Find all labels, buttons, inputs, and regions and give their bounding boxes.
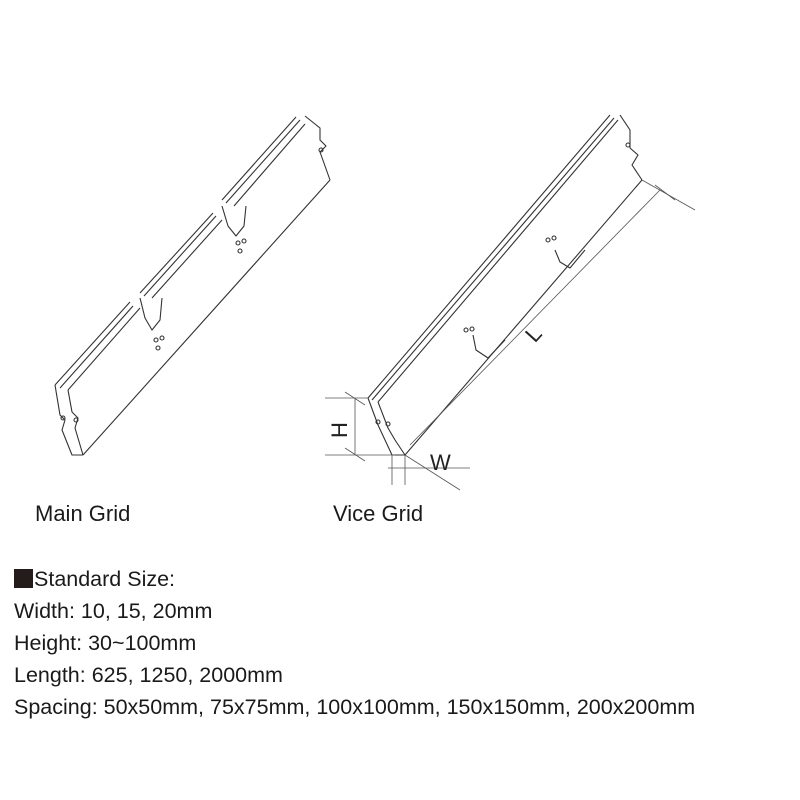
dimension-lines (325, 179, 696, 491)
specs-title-text: Standard Size: (34, 567, 176, 591)
length-dimension-label: L (520, 321, 547, 347)
vice-grid-label: Vice Grid (333, 501, 424, 526)
spec-height: Height: 30~100mm (14, 631, 197, 655)
grid-drawings: H W L (54, 114, 696, 491)
black-square-icon (14, 569, 33, 588)
main-grid-label: Main Grid (35, 501, 131, 526)
spec-length: Length: 625, 1250, 2000mm (14, 663, 283, 687)
vice-grid-drawing (367, 114, 643, 456)
width-dimension-label: W (430, 450, 451, 475)
main-grid-drawing (54, 115, 331, 456)
standard-size-specs: Standard Size: Width: 10, 15, 20mm Heigh… (14, 563, 695, 723)
spec-width: Width: 10, 15, 20mm (14, 599, 213, 623)
specs-title: Standard Size: (14, 563, 695, 595)
spec-spacing: Spacing: 50x50mm, 75x75mm, 100x100mm, 15… (14, 695, 696, 719)
height-dimension-label: H (327, 422, 352, 438)
